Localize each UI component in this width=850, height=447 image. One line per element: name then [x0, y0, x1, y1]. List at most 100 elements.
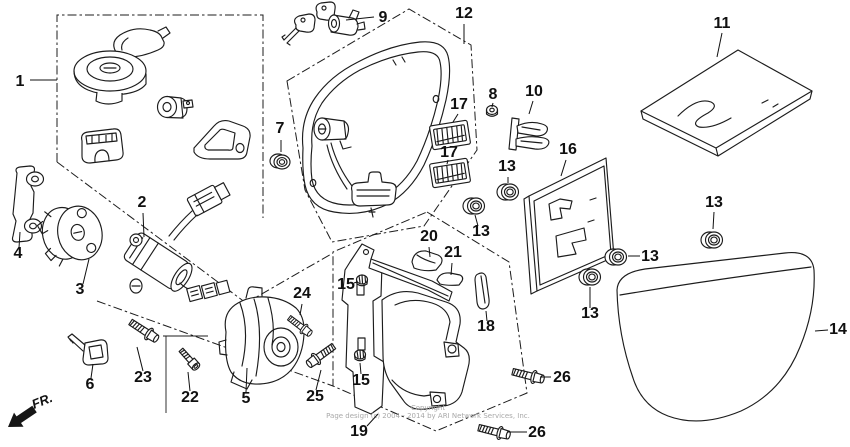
- callout-part-17-a[interactable]: 17: [450, 96, 468, 113]
- callout-part-23[interactable]: 23: [134, 369, 152, 386]
- callout-part-13-d[interactable]: 13: [641, 248, 659, 265]
- part-19-bracket: [341, 243, 470, 415]
- part-26-bolt-a: [510, 364, 547, 387]
- box-connector-lower: [96, 300, 334, 387]
- part-10-clip: [508, 117, 550, 151]
- leader-line-16: [560, 159, 567, 177]
- leader-line-2: [142, 212, 145, 238]
- callout-part-10[interactable]: 10: [525, 83, 543, 100]
- grommet-13-e: [578, 268, 602, 286]
- box-connector-upper: [245, 252, 334, 304]
- callout-part-18[interactable]: 18: [477, 318, 495, 335]
- callout-part-3[interactable]: 3: [76, 281, 85, 298]
- callout-part-13-a[interactable]: 13: [498, 158, 516, 175]
- callout-part-11[interactable]: 11: [714, 15, 731, 32]
- construction-lines: [56, 8, 528, 432]
- leader-line-23: [136, 346, 144, 372]
- callout-part-1[interactable]: 1: [16, 73, 25, 90]
- callout-part-15-b[interactable]: 15: [352, 372, 370, 389]
- callout-layer: 1234567891011121313131313141515161717181…: [14, 5, 847, 441]
- part-11-owners-bag: [640, 49, 813, 157]
- grommet-13-c: [700, 231, 724, 249]
- leader-line-25: [315, 369, 322, 391]
- callout-part-13-e[interactable]: 13: [581, 305, 599, 322]
- callout-part-24[interactable]: 24: [293, 285, 311, 302]
- fr-arrow-icon: [8, 405, 37, 427]
- callout-part-13-b[interactable]: 13: [472, 223, 490, 240]
- leader-line-21: [450, 262, 453, 276]
- part-16-rubber-sheet: [523, 157, 615, 295]
- grommet-15-a: [355, 274, 369, 287]
- part-2-ignition-switch: [123, 182, 231, 303]
- leader-line-17-a: [452, 113, 459, 123]
- leader-line-5: [245, 367, 248, 393]
- bracket-box-19: [332, 211, 528, 432]
- fr-direction-marker: FR.: [8, 390, 55, 427]
- callout-part-8[interactable]: 8: [489, 86, 498, 103]
- callout-part-19[interactable]: 19: [350, 423, 368, 440]
- leader-line-11: [716, 32, 723, 58]
- callout-part-22[interactable]: 22: [181, 389, 199, 406]
- callout-part-15-a[interactable]: 15: [337, 276, 355, 293]
- callout-part-6[interactable]: 6: [86, 376, 95, 393]
- callout-part-13-c[interactable]: 13: [705, 194, 723, 211]
- leader-line-10: [528, 100, 534, 115]
- part-8-nut: [485, 104, 499, 117]
- callout-part-16[interactable]: 16: [559, 141, 577, 158]
- callout-part-12[interactable]: 12: [455, 5, 473, 22]
- part-17-emblem-b: [428, 157, 472, 189]
- part-1-fuel-cap: [73, 26, 171, 105]
- callout-part-4[interactable]: 4: [14, 245, 23, 262]
- leader-line-22: [187, 371, 191, 392]
- leader-line-3: [82, 258, 90, 285]
- part-20-cushion: [411, 250, 443, 272]
- callout-part-14[interactable]: 14: [829, 321, 847, 338]
- part-22-bolt: [177, 346, 202, 373]
- fr-label: FR.: [30, 390, 55, 412]
- callout-part-26-b[interactable]: 26: [528, 424, 546, 441]
- part-4-bracket-link: [11, 165, 45, 243]
- leader-line-20: [428, 246, 431, 258]
- callout-part-5[interactable]: 5: [242, 390, 251, 407]
- callout-part-20[interactable]: 20: [420, 228, 438, 245]
- callout-part-7[interactable]: 7: [276, 120, 285, 137]
- part-12-latch: [350, 171, 397, 218]
- callout-part-17-b[interactable]: 17: [440, 144, 458, 161]
- leader-line-13-c: [712, 211, 715, 230]
- callout-part-26-a[interactable]: 26: [553, 369, 571, 386]
- leader-line-15-b: [359, 362, 362, 375]
- callout-part-2[interactable]: 2: [138, 194, 147, 211]
- part-12-side-cover: [301, 41, 451, 214]
- part-23-bolt: [126, 315, 162, 346]
- leader-line-14: [814, 329, 829, 332]
- part-1-clamp: [81, 128, 124, 164]
- callout-part-9[interactable]: 9: [379, 9, 388, 26]
- part-3-lock-assembly: [36, 205, 103, 267]
- part-5-switch-cover: [218, 286, 305, 390]
- part-14-side-cover: [616, 252, 815, 422]
- callout-part-25[interactable]: 25: [306, 388, 324, 405]
- leader-line-24: [299, 303, 303, 316]
- grommet-13-b: [462, 197, 486, 215]
- leader-line-19: [366, 413, 379, 427]
- leader-line-18: [485, 310, 488, 322]
- part-1-helmet-holder: [193, 119, 251, 160]
- copyright-line2: Page design (c) 2004 - 2014 by ARI Netwo…: [326, 412, 530, 420]
- leader-line-4: [18, 231, 21, 249]
- part-7-grommet: [269, 153, 291, 170]
- grommet-13-d: [604, 248, 628, 266]
- copyright-line1: Copyright: [411, 404, 445, 412]
- leader-line-15-a: [353, 281, 358, 284]
- leader-line-8: [491, 102, 494, 108]
- part-6-key-blank: [67, 333, 109, 366]
- leader-line-17-b: [446, 159, 449, 165]
- part-12-lock-barrel: [313, 117, 353, 190]
- callout-part-21[interactable]: 21: [444, 244, 462, 261]
- part-9-key-set: [281, 1, 366, 46]
- leader-line-9: [345, 16, 375, 21]
- part-18-stay: [474, 272, 490, 310]
- grommet-13-a: [496, 183, 520, 201]
- part-21-cushion: [436, 272, 464, 286]
